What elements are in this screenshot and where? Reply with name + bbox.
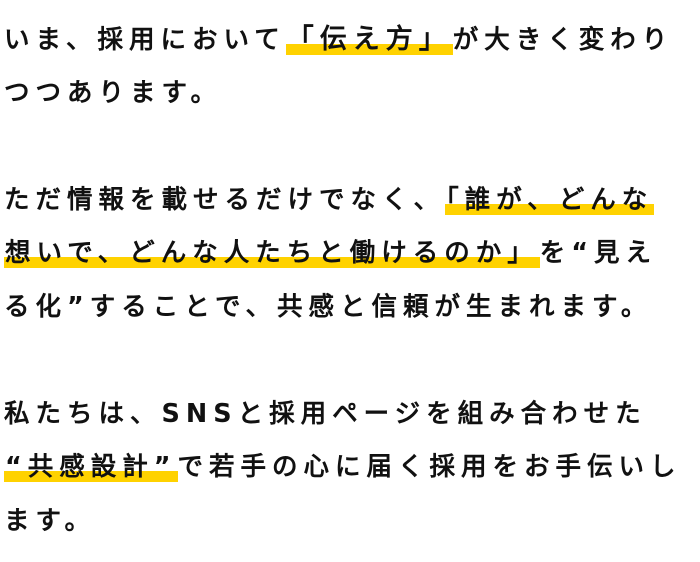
text-line: 私たちは、SNSと採用ページを組み合わせた <box>4 388 700 442</box>
text-segment: が大きく変わり <box>452 25 674 55</box>
text-line: ます。 <box>4 495 700 549</box>
highlighted-text: 「伝え方」 <box>285 24 453 55</box>
text-line: つつあります。 <box>4 67 700 121</box>
body-text: いま、採用において「伝え方」が大きく変わり つつあります。 ただ情報を載せるだけ… <box>4 13 700 548</box>
text-segment: る化”することで、共感と信頼が生まれます。 <box>4 291 653 322</box>
paragraph-1: いま、採用において「伝え方」が大きく変わり つつあります。 <box>4 13 700 120</box>
text-segment: ます。 <box>4 505 96 536</box>
text-segment: で若手の心に届く採用をお手伝いし <box>177 452 682 482</box>
text-line: いま、採用において「伝え方」が大きく変わり <box>4 13 700 67</box>
paragraph-2: ただ情報を載せるだけでなく、「誰が、どんな 想いで、どんな人たちと働けるのか」を… <box>4 174 700 335</box>
text-segment: を“見え <box>539 238 657 268</box>
text-segment: ただ情報を載せるだけでなく、 <box>4 184 446 215</box>
text-line: ただ情報を載せるだけでなく、「誰が、どんな <box>4 174 700 228</box>
text-line: る化”することで、共感と信頼が生まれます。 <box>4 281 700 335</box>
text-segment: 私たちは、SNSと採用ページを組み合わせた <box>4 398 647 429</box>
text-line: “共感設計”で若手の心に届く採用をお手伝いし <box>4 441 700 495</box>
text-line: 想いで、どんな人たちと働けるのか」を“見え <box>4 227 700 281</box>
highlighted-text: 想いで、どんな人たちと働けるのか」 <box>4 238 540 268</box>
text-segment: いま、採用において <box>4 25 286 55</box>
paragraph-3: 私たちは、SNSと採用ページを組み合わせた “共感設計”で若手の心に届く採用をお… <box>4 388 700 549</box>
highlighted-text: 「誰が、どんな <box>445 184 655 215</box>
text-segment: つつあります。 <box>4 77 222 108</box>
highlighted-text: “共感設計” <box>4 452 178 482</box>
